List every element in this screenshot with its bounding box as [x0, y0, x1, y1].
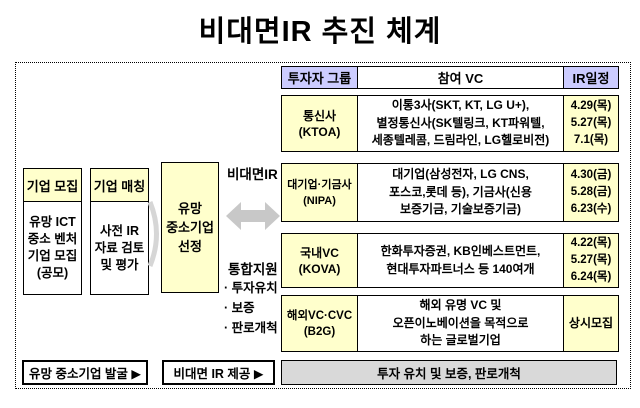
support-label: 통합지원 — [228, 262, 278, 277]
recruit-box-body: 유망 ICT 중소 벤처 기업 모집 (공모) — [27, 215, 78, 280]
double-arrow-icon — [226, 202, 280, 230]
table-row-vc: 대기업(삼성전자, LG CNS, 포스코,롯데 등), 기금사(신용 보증기금… — [356, 163, 565, 222]
bottom-step-discover: 유망 중소기업 발굴 ▶ — [22, 360, 148, 385]
table-header-vc: 참여 VC — [356, 66, 565, 89]
table-row-schedule: 상시모집 — [563, 295, 619, 352]
table-row-vc: 해외 유명 VC 및 오픈이노베이션을 목적으로 하는 글로벌기업 — [356, 295, 565, 352]
table-row-group: 국내VC (KOVA) — [281, 233, 358, 288]
matching-box-body: 사전 IR 자료 검토 및 평가 — [94, 223, 145, 272]
recruit-box-header: 기업 모집 — [24, 169, 81, 202]
table-row-group: 대기업·기금사 (NIPA) — [281, 163, 358, 222]
table-row-group: 통신사 (KTOA) — [281, 95, 358, 152]
table-row-schedule: 4.22(목) 5.27(목) 6.24(목) — [563, 233, 619, 288]
table-row-schedule: 4.29(목) 5.27(목) 7.1(목) — [563, 95, 619, 152]
chevron-right-icon — [147, 201, 159, 267]
table-row-group: 해외VC·CVC (B2G) — [281, 295, 358, 352]
nonfaceir-label: 비대면IR — [227, 167, 278, 182]
table-header-schedule: IR일정 — [563, 66, 619, 89]
bottom-step-result: 투자 유치 및 보증, 판로개척 — [281, 360, 617, 385]
recruit-box: 기업 모집 유망 ICT 중소 벤처 기업 모집 (공모) — [23, 168, 82, 295]
dotted-frame — [15, 62, 631, 389]
table-header-group: 투자자 그룹 — [281, 66, 358, 89]
table-row-schedule: 4.30(금) 5.28(금) 6.23(수) — [563, 163, 619, 222]
support-bullet-list: · 투자유치 · 보증 · 판로개척 — [224, 281, 278, 335]
selection-box: 유망 중소기업 선정 — [161, 162, 219, 293]
matching-box-header: 기업 매칭 — [91, 169, 148, 202]
table-row-vc: 한화투자증권, KB인베스트먼트, 현대투자파트너스 등 140여개 — [356, 233, 565, 288]
page-title: 비대면IR 추진 체계 — [198, 16, 442, 48]
matching-box: 기업 매칭 사전 IR 자료 검토 및 평가 — [90, 168, 149, 295]
table-row-vc: 이통3사(SKT, KT, LG U+), 별정통신사(SK텔링크, KT파워텔… — [356, 95, 565, 152]
bottom-step-provide-ir: 비대면 IR 제공 ▶ — [162, 360, 275, 385]
